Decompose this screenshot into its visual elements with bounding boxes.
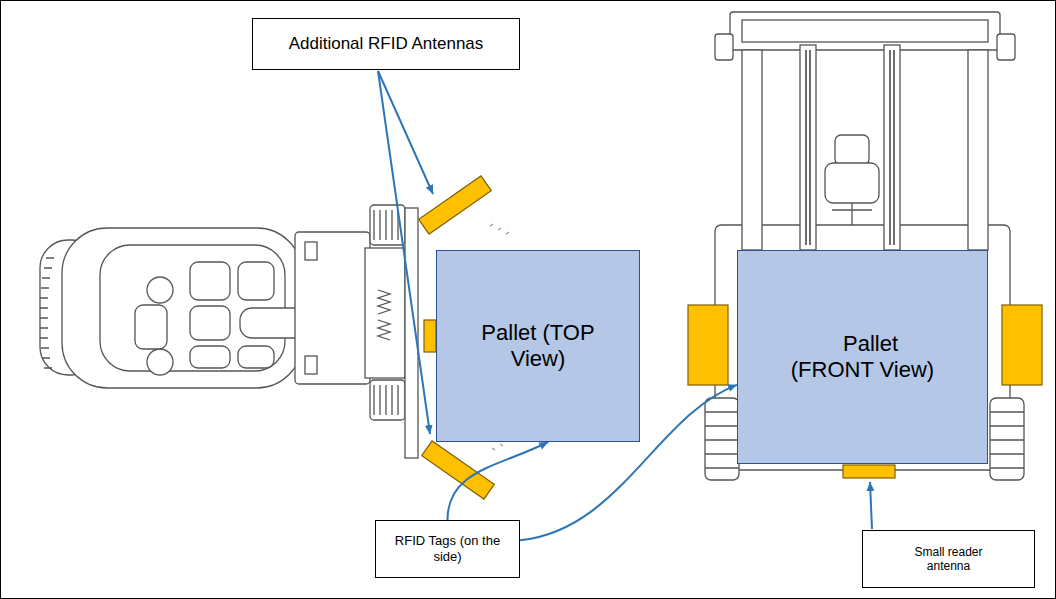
callout-text: Additional RFID Antennas xyxy=(289,34,484,54)
forklift-top-view xyxy=(40,205,418,458)
pallet-box: Pallet (TOP View) xyxy=(436,250,640,442)
rfid-antennas xyxy=(419,176,1042,499)
callout-box: Additional RFID Antennas xyxy=(252,18,520,70)
pallet-label: Pallet (TOP View) xyxy=(478,320,598,373)
forklift-front-view xyxy=(705,12,1024,480)
callout-box: Small reader antenna xyxy=(862,530,1035,588)
callout-text: RFID Tags (on the side) xyxy=(393,533,503,564)
callout-text: Small reader antenna xyxy=(901,545,996,574)
pallet-box: Pallet (FRONT View) xyxy=(737,250,988,464)
pallet-label: Pallet (FRONT View) xyxy=(785,331,941,384)
callout-box: RFID Tags (on the side) xyxy=(375,520,520,578)
callout-arrow xyxy=(448,442,549,520)
